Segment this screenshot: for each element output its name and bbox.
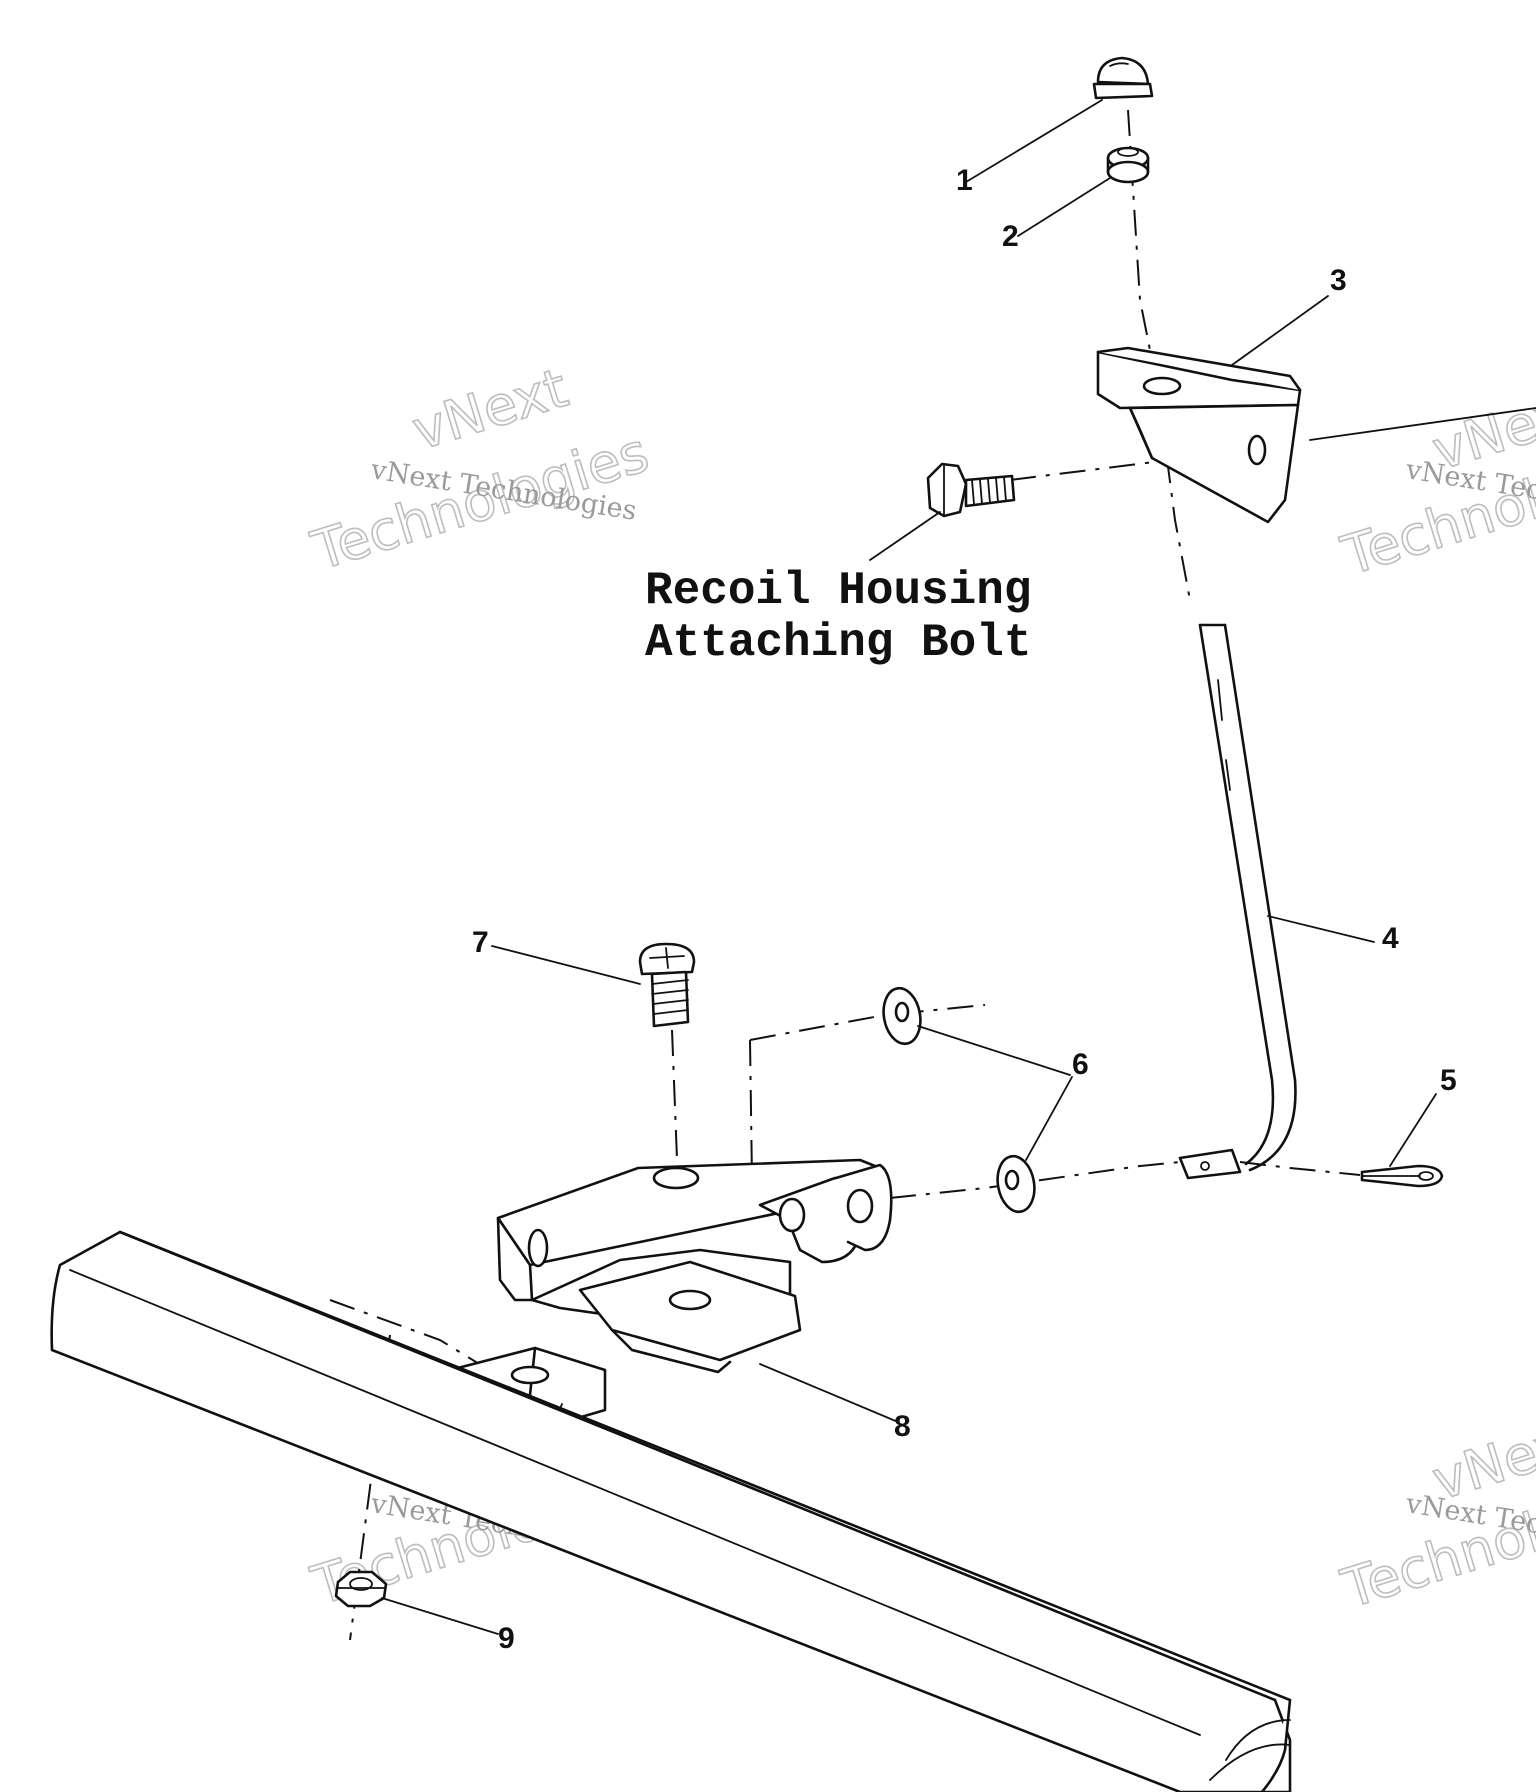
callout-4: 4 — [1382, 922, 1399, 955]
pivot-bracket — [496, 1158, 893, 1374]
part-2-lock-washer — [1106, 146, 1150, 184]
callout-5: 5 — [1440, 1064, 1457, 1097]
svg-text:vNext: vNext — [405, 356, 574, 462]
callout-2: 2 — [1002, 220, 1019, 253]
callout-3: 3 — [1330, 264, 1347, 297]
callout-1: 1 — [956, 164, 973, 197]
recoil-housing-bolt — [926, 462, 1016, 518]
part-4-rod — [1178, 623, 1297, 1180]
part-3-upper-bracket — [1096, 346, 1302, 524]
callout-7: 7 — [472, 926, 489, 959]
watermark-bottom-right: vNext Technologies vNext Technologies — [1334, 1405, 1536, 1621]
callout-9: 9 — [498, 1622, 515, 1655]
label-line-1: Recoil Housing — [645, 565, 1031, 617]
frame-rail-tube — [50, 1230, 1292, 1792]
callout-8: 8 — [894, 1410, 911, 1443]
part-9-hex-nut — [334, 1570, 388, 1608]
part-1-acorn-nut — [1092, 56, 1154, 100]
part-6-washer-lower — [996, 1154, 1036, 1214]
recoil-housing-bolt-label: Recoil Housing Attaching Bolt — [645, 565, 1031, 669]
part-5-cotter-pin — [1360, 1164, 1444, 1188]
watermark-top-right: vNext Technologies vNext Technologies — [1334, 375, 1536, 588]
leader-lines — [381, 99, 1437, 1635]
part-6-washer-upper — [882, 986, 922, 1046]
callout-6: 6 — [1072, 1048, 1089, 1081]
callout-numbers: 1 2 3 4 5 6 7 8 9 — [472, 164, 1457, 1655]
part-7-screw — [638, 942, 696, 1028]
label-line-2: Attaching Bolt — [645, 617, 1031, 669]
watermark-top-left: vNext Technologies vNext Technologies — [304, 355, 657, 583]
